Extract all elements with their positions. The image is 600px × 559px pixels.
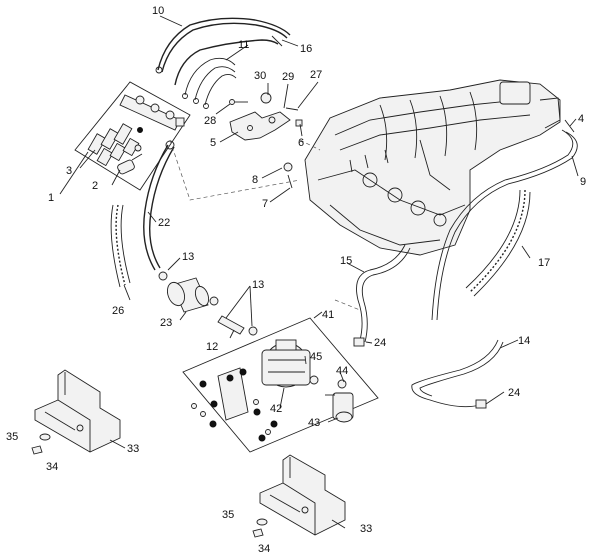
callout-13b: 13 <box>252 279 264 291</box>
mounting-plate-33-left <box>34 369 121 453</box>
callout-33b: 33 <box>360 523 372 535</box>
fuel-lines-11 <box>182 57 237 109</box>
hose-9 <box>431 119 578 321</box>
pipe-12 <box>217 315 258 336</box>
bolt-34-left <box>31 445 43 455</box>
fuel-rail-1 <box>74 81 191 191</box>
callout-labels: 10 11 16 30 29 27 28 5 6 8 7 4 9 3 2 1 2… <box>6 5 586 555</box>
callout-12: 12 <box>206 341 218 353</box>
callout-26: 26 <box>112 305 124 317</box>
washer-35-bottom <box>256 518 268 526</box>
corrugated-hose-26 <box>110 204 131 288</box>
leader-lines <box>59 15 579 529</box>
callout-17: 17 <box>538 257 550 269</box>
callout-15: 15 <box>340 255 352 267</box>
dashed-guides <box>169 139 361 311</box>
callout-6: 6 <box>298 137 304 149</box>
bracket-5 <box>229 111 291 141</box>
callout-41: 41 <box>322 309 334 321</box>
callout-22: 22 <box>158 217 170 229</box>
callout-34b: 34 <box>258 543 270 555</box>
callout-14: 14 <box>518 335 530 347</box>
corrugated-hose-17 <box>465 189 531 297</box>
pipe-15 <box>353 244 411 347</box>
callout-33a: 33 <box>127 443 139 455</box>
callout-24a: 24 <box>374 337 386 349</box>
engine-intake-manifold <box>304 79 561 256</box>
sensor-2 <box>117 153 143 175</box>
callout-9: 9 <box>580 176 586 188</box>
callout-23: 23 <box>160 317 172 329</box>
callout-13a: 13 <box>182 251 194 263</box>
bolt-34-bottom <box>252 528 264 538</box>
hose-16 <box>174 35 283 86</box>
hose-10 <box>155 17 291 74</box>
callout-11: 11 <box>238 39 249 51</box>
callout-35a: 35 <box>6 431 18 443</box>
callout-3: 3 <box>66 165 72 177</box>
mounting-plate-33-bottom <box>259 454 346 536</box>
callout-16: 16 <box>300 43 312 55</box>
callout-34a: 34 <box>46 461 58 473</box>
callout-24b: 24 <box>508 387 520 399</box>
callout-30: 30 <box>254 70 266 82</box>
pipe-14 <box>411 339 504 409</box>
callout-10: 10 <box>152 5 164 17</box>
callout-4: 4 <box>578 113 584 125</box>
callout-29: 29 <box>282 71 294 83</box>
callout-1: 1 <box>48 192 54 204</box>
callout-8: 8 <box>252 174 258 186</box>
callout-5: 5 <box>210 137 216 149</box>
washer-35-left <box>39 433 51 441</box>
callout-27: 27 <box>310 69 322 81</box>
vaporiser-assembly-41 <box>182 317 379 453</box>
callout-45: 45 <box>310 351 322 363</box>
injectors-3 <box>87 123 143 167</box>
callout-7: 7 <box>262 198 268 210</box>
callout-44: 44 <box>336 365 348 377</box>
small-parts <box>229 92 303 189</box>
hose-22 <box>143 140 175 271</box>
callout-35b: 35 <box>222 509 234 521</box>
callout-42: 42 <box>270 403 282 415</box>
callout-43: 43 <box>308 417 320 429</box>
callout-28: 28 <box>204 115 216 127</box>
fuel-filter-23 <box>158 271 219 313</box>
callout-2: 2 <box>92 180 98 192</box>
